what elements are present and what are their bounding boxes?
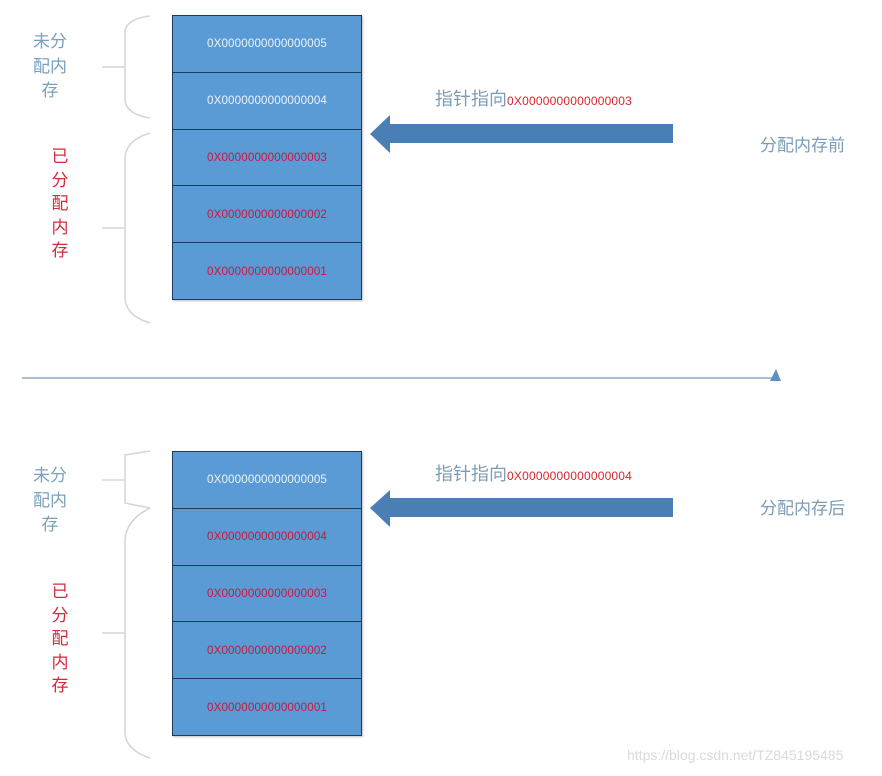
caption-before: 分配内存前	[760, 136, 845, 156]
watermark: https://blog.csdn.net/TZ845195485	[627, 747, 844, 763]
label-char: 已	[51, 582, 69, 602]
caption-after: 分配内存后	[760, 499, 845, 519]
label-char: 内	[51, 652, 69, 673]
memory-block: 0X0000000000000001	[206, 265, 328, 279]
unallocated-label-before: 未分 配内 存	[27, 30, 73, 104]
pointer-arrow-before	[370, 115, 673, 153]
memory-block: 0X0000000000000003	[173, 130, 361, 187]
label-line: 存	[41, 81, 59, 101]
label-char: 已	[51, 147, 69, 167]
pointer-annotation-after: 指针指向0X0000000000000004	[435, 465, 632, 485]
label-line: 存	[41, 515, 59, 535]
label-char: 内	[51, 217, 69, 238]
brace-unallocated-after	[102, 450, 151, 509]
label-line: 配内	[33, 490, 67, 511]
label-line: 配内	[33, 56, 67, 77]
pointer-arrow-after	[370, 490, 673, 527]
memory-stack-before: 0X0000000000000005 0X0000000000000004 0X…	[172, 15, 362, 300]
label-char: 分	[51, 170, 69, 191]
brace-unallocated-before	[102, 15, 151, 119]
memory-block: 0X0000000000000004	[173, 73, 361, 130]
memory-block: 0X0000000000000005	[173, 16, 361, 73]
memory-block: 0X0000000000000001	[206, 701, 328, 715]
memory-block: 0X0000000000000002	[173, 622, 361, 680]
pointer-label: 指针指向	[435, 464, 507, 485]
memory-block: 0X0000000000000004	[173, 509, 361, 566]
allocated-label-before: 已 分 配 内 存	[50, 146, 70, 264]
label-line: 未分	[33, 32, 67, 52]
pointer-annotation-before: 指针指向0X0000000000000003	[435, 90, 632, 110]
unallocated-label-after: 未分 配内 存	[27, 464, 73, 538]
label-char: 存	[51, 676, 69, 696]
divider-arrowhead-icon	[770, 369, 781, 381]
allocated-label-after: 已 分 配 内 存	[50, 581, 70, 699]
label-char: 配	[51, 194, 69, 214]
pointer-label: 指针指向	[435, 89, 507, 110]
label-char: 分	[51, 605, 69, 626]
pointer-address: 0X0000000000000004	[507, 469, 633, 483]
label-line: 未分	[33, 466, 67, 486]
label-char: 存	[51, 241, 69, 261]
brace-allocated-after	[102, 507, 151, 759]
pointer-address: 0X0000000000000003	[507, 94, 633, 108]
memory-block: 0X0000000000000003	[173, 566, 361, 623]
memory-stack-after: 0X0000000000000005 0X0000000000000004 0X…	[172, 451, 362, 736]
brace-allocated-before	[102, 132, 151, 324]
memory-block: 0X0000000000000002	[173, 186, 361, 244]
label-char: 配	[51, 629, 69, 649]
memory-block: 0X0000000000000005	[173, 452, 361, 509]
